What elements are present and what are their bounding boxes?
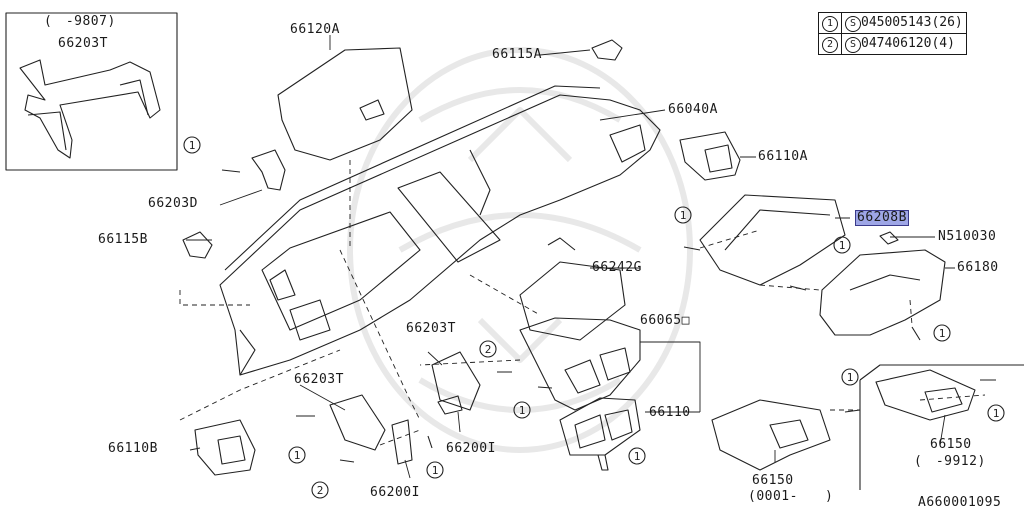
label-66203D: 66203D xyxy=(148,196,198,211)
vent-66110 xyxy=(559,397,641,456)
callout-1-h: 1 xyxy=(634,450,641,463)
label-66110B: 66110B xyxy=(108,441,158,456)
glove-box-66120A xyxy=(277,47,413,161)
callout-1-e: 1 xyxy=(519,404,526,417)
callout-2-b: 2 xyxy=(317,484,324,497)
vent-66110A xyxy=(679,131,741,181)
label-66203T-a: 66203T xyxy=(406,321,456,336)
cover-66208B xyxy=(699,194,846,286)
callout-2-a: 2 xyxy=(485,343,492,356)
inset-frame xyxy=(5,12,178,171)
label-66150-b-range: ( -9912) xyxy=(914,454,986,469)
label-66040A: 66040A xyxy=(668,102,718,117)
legend-mark-2: 2 xyxy=(818,33,842,55)
callout-1-g: 1 xyxy=(432,464,439,477)
label-66120A: 66120A xyxy=(290,22,340,37)
label-66242G: 66242G xyxy=(592,260,642,275)
center-panel-66065 xyxy=(519,317,641,411)
callout-circles xyxy=(183,136,1005,499)
label-66203T-b: 66203T xyxy=(294,372,344,387)
label-66150-a: 66150 xyxy=(752,473,794,488)
bracket-66203T-b xyxy=(329,394,386,451)
callout-1-f: 1 xyxy=(294,449,301,462)
label-66180: 66180 xyxy=(957,260,999,275)
callout-1-a: 1 xyxy=(189,139,196,152)
callout-1-b: 1 xyxy=(680,209,687,222)
vent-66110B xyxy=(194,419,256,476)
duct-66150-b xyxy=(875,369,976,421)
label-66200I-b: 66200I xyxy=(370,485,420,500)
leader-lines xyxy=(186,35,955,479)
bracket-66203T-a xyxy=(431,351,481,411)
inset-divider xyxy=(859,364,1024,490)
panel-66242G xyxy=(519,237,626,341)
callout-1-j: 1 xyxy=(993,407,1000,420)
label-N510030: N510030 xyxy=(938,229,997,244)
diagram-id: A660001095 xyxy=(918,495,1002,510)
callout-1-d: 1 xyxy=(939,327,946,340)
label-66200I-a: 66200I xyxy=(446,441,496,456)
label-66208B-highlighted[interactable]: 66208B xyxy=(855,210,909,226)
meter-hood-66180 xyxy=(819,249,946,336)
label-66150-a-range: (0001- ) xyxy=(748,489,834,504)
label-66115A: 66115A xyxy=(492,47,542,62)
screw-center xyxy=(597,454,609,471)
clip-N510030 xyxy=(879,231,899,245)
label-66115B: 66115B xyxy=(98,232,148,247)
duct-66150-a xyxy=(711,399,831,471)
label-inset-range: ( -9807) xyxy=(44,14,116,29)
label-66110: 66110 xyxy=(649,405,691,420)
label-66065: 66065□ xyxy=(640,313,690,328)
callout-1-i: 1 xyxy=(847,371,854,384)
bracket-66200I-a xyxy=(437,395,463,415)
vent-66115A xyxy=(591,39,623,61)
callout-1-c: 1 xyxy=(839,239,846,252)
bracket-66200I-b xyxy=(391,419,413,465)
callout-numbers: 1 1 1 1 2 1 1 2 1 1 1 1 xyxy=(189,139,1000,497)
label-66203T-inset: 66203T xyxy=(58,36,108,51)
bracket-66203D xyxy=(251,149,286,191)
instrument-panel-66040A xyxy=(219,85,661,376)
bracket-66203T-inset xyxy=(19,59,161,159)
dashed-alignment-lines xyxy=(179,160,986,446)
label-66110A: 66110A xyxy=(758,149,808,164)
label-66150-b: 66150 xyxy=(930,437,972,452)
vent-66115B xyxy=(182,231,213,259)
